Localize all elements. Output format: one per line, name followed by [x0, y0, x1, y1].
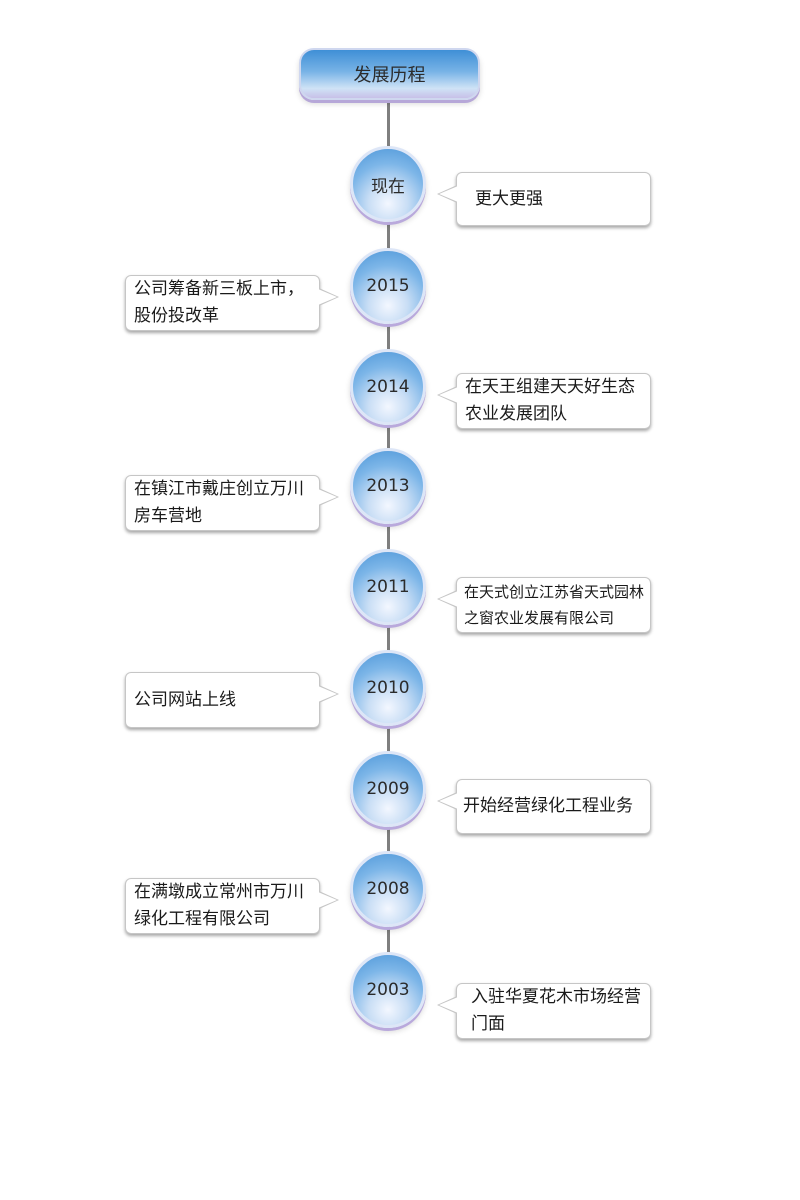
- milestone-text: 在天王组建天天好生态农业发展团队: [465, 377, 635, 424]
- milestone-node-2011: 2011: [350, 549, 426, 625]
- callout-pointer: [318, 488, 339, 506]
- milestone-node-2008: 2008: [350, 851, 426, 927]
- milestone-callout-now: 更大更强: [437, 172, 651, 226]
- milestone-callout-2008: 在满墩成立常州市万川绿化工程有限公司: [125, 878, 339, 934]
- milestone-text: 公司筹备新三板上市，股份投改革: [134, 279, 304, 326]
- milestone-text: 开始经营绿化工程业务: [463, 796, 633, 816]
- milestone-callout-2009: 开始经营绿化工程业务: [437, 779, 651, 834]
- callout-pointer: [437, 386, 458, 404]
- milestone-node-2010: 2010: [350, 650, 426, 726]
- milestone-callout-2015: 公司筹备新三板上市，股份投改革: [125, 275, 339, 331]
- callout-pointer: [437, 185, 458, 203]
- milestone-text: 入驻华夏花木市场经营门面: [471, 987, 641, 1034]
- callout-pointer: [437, 792, 458, 810]
- milestone-callout-2003: 入驻华夏花木市场经营门面: [437, 983, 651, 1039]
- milestone-node-2014: 2014: [350, 349, 426, 425]
- milestone-callout-2013: 在镇江市戴庄创立万川房车营地: [125, 475, 339, 531]
- milestone-node-2015: 2015: [350, 248, 426, 324]
- milestone-callout-2014: 在天王组建天天好生态农业发展团队: [437, 373, 651, 429]
- milestone-text: 在满墩成立常州市万川绿化工程有限公司: [134, 882, 304, 929]
- milestone-text: 更大更强: [475, 188, 543, 209]
- milestone-text: 公司网站上线: [134, 689, 236, 710]
- callout-pointer: [318, 685, 339, 703]
- timeline-title: 发展历程: [299, 48, 480, 100]
- milestone-node-2013: 2013: [350, 448, 426, 524]
- milestone-text: 在天式创立江苏省天式园林之窗农业发展有限公司: [464, 583, 645, 627]
- milestone-callout-2010: 公司网站上线: [125, 672, 339, 728]
- milestone-node-2003: 2003: [350, 952, 426, 1028]
- callout-pointer: [318, 288, 339, 306]
- callout-pointer: [437, 590, 458, 608]
- callout-pointer: [437, 996, 458, 1014]
- timeline-spine: [387, 100, 390, 980]
- milestone-text: 在镇江市戴庄创立万川房车营地: [134, 479, 304, 526]
- milestone-callout-2011: 在天式创立江苏省天式园林之窗农业发展有限公司: [437, 577, 651, 633]
- callout-pointer: [318, 891, 339, 909]
- milestone-node-2009: 2009: [350, 751, 426, 827]
- milestone-node-now: 现在: [350, 146, 426, 222]
